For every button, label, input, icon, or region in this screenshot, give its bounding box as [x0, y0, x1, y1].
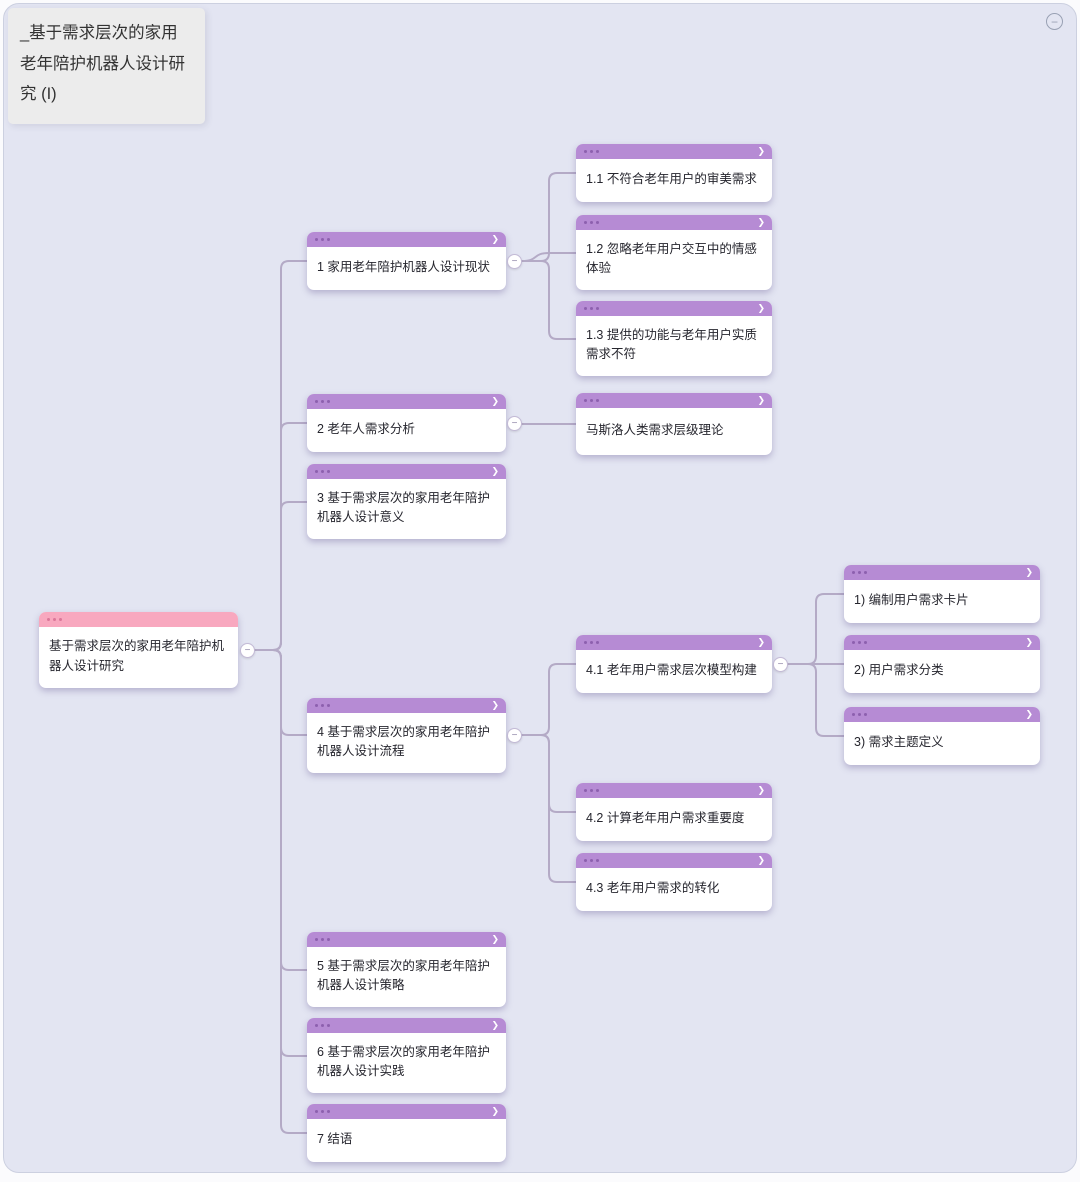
- drag-dots-icon: [852, 713, 867, 716]
- collapse-button-node-2[interactable]: −: [507, 416, 522, 431]
- expand-arrow-icon[interactable]: ❯: [757, 303, 765, 313]
- node-1-3[interactable]: ❯ 1.3 提供的功能与老年用户实质需求不符: [576, 301, 772, 376]
- drag-dots-icon: [584, 859, 599, 862]
- drag-dots-icon: [584, 221, 599, 224]
- drag-dots-icon: [852, 641, 867, 644]
- expand-arrow-icon[interactable]: ❯: [491, 396, 499, 406]
- node-label: 6 基于需求层次的家用老年陪护机器人设计实践: [317, 1044, 490, 1078]
- drag-dots-icon: [47, 618, 62, 621]
- drag-dots-icon: [584, 641, 599, 644]
- expand-arrow-icon[interactable]: ❯: [491, 234, 499, 244]
- expand-arrow-icon[interactable]: ❯: [757, 785, 765, 795]
- node-label: 4 基于需求层次的家用老年陪护机器人设计流程: [317, 724, 490, 758]
- drag-dots-icon: [315, 938, 330, 941]
- node-label: 4.1 老年用户需求层次模型构建: [586, 662, 757, 677]
- node-header: ❯: [307, 394, 506, 409]
- node-label: 1.3 提供的功能与老年用户实质需求不符: [586, 327, 757, 361]
- node-4-3[interactable]: ❯ 4.3 老年用户需求的转化: [576, 853, 772, 911]
- node-7[interactable]: ❯ 7 结语: [307, 1104, 506, 1162]
- node-4[interactable]: ❯ 4 基于需求层次的家用老年陪护机器人设计流程: [307, 698, 506, 773]
- expand-arrow-icon[interactable]: ❯: [1025, 567, 1033, 577]
- node-header: ❯: [576, 301, 772, 316]
- node-label: 3 基于需求层次的家用老年陪护机器人设计意义: [317, 490, 490, 524]
- drag-dots-icon: [315, 1110, 330, 1113]
- node-label: 5 基于需求层次的家用老年陪护机器人设计策略: [317, 958, 490, 992]
- node-label: 马斯洛人类需求层级理论: [586, 422, 724, 437]
- node-header: ❯: [39, 612, 238, 627]
- collapse-all-button[interactable]: −: [1046, 13, 1063, 30]
- drag-dots-icon: [315, 470, 330, 473]
- node-header: ❯: [307, 1104, 506, 1119]
- drag-dots-icon: [584, 307, 599, 310]
- expand-arrow-icon[interactable]: ❯: [757, 395, 765, 405]
- node-label: 3) 需求主题定义: [854, 734, 944, 749]
- node-root[interactable]: ❯ 基于需求层次的家用老年陪护机器人设计研究: [39, 612, 238, 688]
- node-6[interactable]: ❯ 6 基于需求层次的家用老年陪护机器人设计实践: [307, 1018, 506, 1093]
- node-label: 1.2 忽略老年用户交互中的情感体验: [586, 241, 757, 275]
- expand-arrow-icon[interactable]: ❯: [491, 700, 499, 710]
- expand-arrow-icon[interactable]: ❯: [757, 146, 765, 156]
- expand-arrow-icon[interactable]: ❯: [1025, 709, 1033, 719]
- drag-dots-icon: [584, 150, 599, 153]
- node-4-1-3[interactable]: ❯ 3) 需求主题定义: [844, 707, 1040, 765]
- drag-dots-icon: [315, 1024, 330, 1027]
- node-header: ❯: [844, 635, 1040, 650]
- expand-arrow-icon[interactable]: ❯: [757, 217, 765, 227]
- collapse-button-node-4[interactable]: −: [507, 728, 522, 743]
- node-header: ❯: [576, 783, 772, 798]
- node-label: 2) 用户需求分类: [854, 662, 944, 677]
- expand-arrow-icon[interactable]: ❯: [491, 1106, 499, 1116]
- node-header: ❯: [844, 565, 1040, 580]
- node-header: ❯: [307, 1018, 506, 1033]
- node-header: ❯: [307, 232, 506, 247]
- node-header: ❯: [307, 932, 506, 947]
- node-1-1[interactable]: ❯ 1.1 不符合老年用户的审美需求: [576, 144, 772, 202]
- node-header: ❯: [576, 853, 772, 868]
- expand-arrow-icon[interactable]: ❯: [491, 1020, 499, 1030]
- node-3[interactable]: ❯ 3 基于需求层次的家用老年陪护机器人设计意义: [307, 464, 506, 539]
- node-header: ❯: [576, 215, 772, 230]
- node-label: 1) 编制用户需求卡片: [854, 592, 969, 607]
- node-label: 1.1 不符合老年用户的审美需求: [586, 171, 757, 186]
- drag-dots-icon: [315, 238, 330, 241]
- node-header: ❯: [576, 144, 772, 159]
- node-header: ❯: [844, 707, 1040, 722]
- node-label: 2 老年人需求分析: [317, 421, 415, 436]
- node-2[interactable]: ❯ 2 老年人需求分析: [307, 394, 506, 452]
- expand-arrow-icon[interactable]: ❯: [491, 934, 499, 944]
- node-4-2[interactable]: ❯ 4.2 计算老年用户需求重要度: [576, 783, 772, 841]
- collapse-button-root[interactable]: −: [240, 643, 255, 658]
- node-1[interactable]: ❯ 1 家用老年陪护机器人设计现状: [307, 232, 506, 290]
- node-label: 1 家用老年陪护机器人设计现状: [317, 259, 490, 274]
- node-4-1-2[interactable]: ❯ 2) 用户需求分类: [844, 635, 1040, 693]
- drag-dots-icon: [584, 399, 599, 402]
- node-label: 4.3 老年用户需求的转化: [586, 880, 720, 895]
- node-label: 4.2 计算老年用户需求重要度: [586, 810, 745, 825]
- collapse-button-node-1[interactable]: −: [507, 254, 522, 269]
- drag-dots-icon: [315, 400, 330, 403]
- node-header: ❯: [576, 635, 772, 650]
- expand-arrow-icon[interactable]: ❯: [1025, 637, 1033, 647]
- expand-arrow-icon[interactable]: ❯: [757, 855, 765, 865]
- node-5[interactable]: ❯ 5 基于需求层次的家用老年陪护机器人设计策略: [307, 932, 506, 1007]
- node-4-1-1[interactable]: ❯ 1) 编制用户需求卡片: [844, 565, 1040, 623]
- node-2-1[interactable]: ❯ 马斯洛人类需求层级理论: [576, 393, 772, 455]
- drag-dots-icon: [315, 704, 330, 707]
- node-header: ❯: [307, 464, 506, 479]
- drag-dots-icon: [852, 571, 867, 574]
- node-header: ❯: [576, 393, 772, 408]
- drag-dots-icon: [584, 789, 599, 792]
- node-label: 7 结语: [317, 1131, 353, 1146]
- node-1-2[interactable]: ❯ 1.2 忽略老年用户交互中的情感体验: [576, 215, 772, 290]
- map-title-card[interactable]: _基于需求层次的家用老年陪护机器人设计研究 (I): [8, 8, 205, 124]
- collapse-button-node-4-1[interactable]: −: [773, 657, 788, 672]
- node-4-1[interactable]: ❯ 4.1 老年用户需求层次模型构建: [576, 635, 772, 693]
- expand-arrow-icon[interactable]: ❯: [491, 466, 499, 476]
- map-title-text: _基于需求层次的家用老年陪护机器人设计研究 (I): [20, 24, 185, 104]
- node-header: ❯: [307, 698, 506, 713]
- expand-arrow-icon[interactable]: ❯: [757, 637, 765, 647]
- mindmap-canvas[interactable]: ❯ 基于需求层次的家用老年陪护机器人设计研究 ❯ 1 家用老年陪护机器人设计现状…: [3, 3, 1077, 1173]
- node-label: 基于需求层次的家用老年陪护机器人设计研究: [49, 639, 225, 673]
